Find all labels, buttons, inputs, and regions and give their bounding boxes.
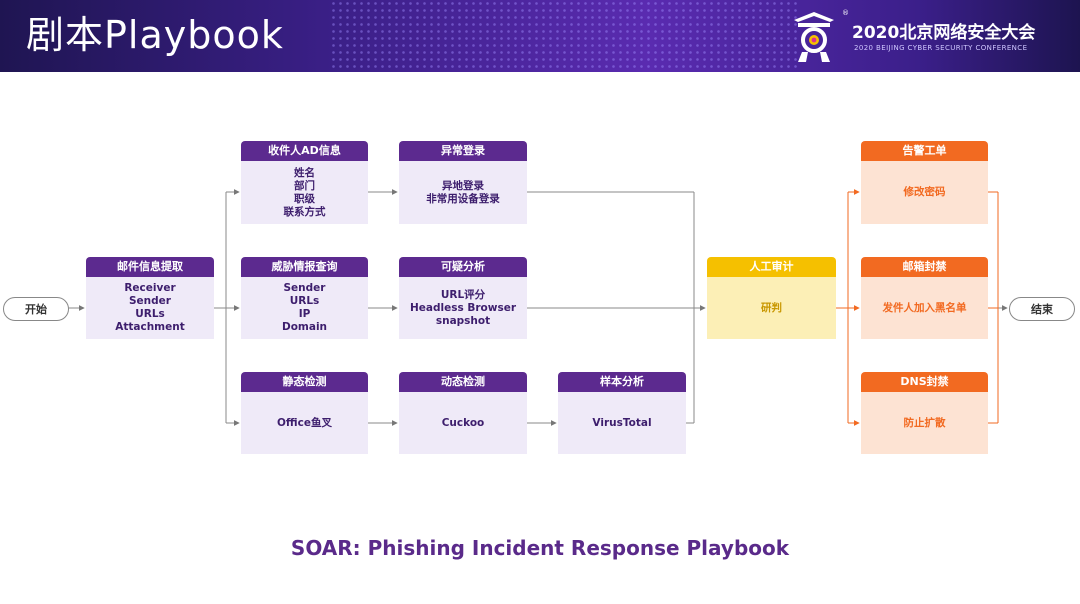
mailbox-block-box: 邮箱封禁 发件人加入黑名单 (861, 257, 988, 339)
box-title: 可疑分析 (399, 257, 527, 277)
ad-info-box: 收件人AD信息 姓名 部门 职级 联系方式 (241, 141, 368, 224)
box-line: Sender (283, 282, 326, 294)
box-line: 异地登录 (442, 179, 484, 192)
static-detect-box: 静态检测 Office鱼叉 (241, 372, 368, 454)
diagram-caption: SOAR: Phishing Incident Response Playboo… (290, 536, 790, 560)
box-line: Attachment (115, 321, 185, 333)
box-line: Office鱼叉 (277, 416, 332, 429)
box-title: 收件人AD信息 (241, 141, 368, 161)
box-line: 部门 (294, 179, 315, 192)
threat-intel-box: 威胁情报查询 Sender URLs IP Domain (241, 257, 368, 339)
box-line: 防止扩散 (903, 416, 946, 429)
box-line: URLs (289, 295, 320, 307)
box-line: Receiver (124, 282, 176, 294)
box-title: 静态检测 (241, 372, 368, 392)
box-line: 研判 (761, 301, 782, 314)
sample-analysis-box: 样本分析 VirusTotal (558, 372, 686, 454)
box-line: 姓名 (294, 166, 315, 179)
box-line: 非常用设备登录 (426, 192, 500, 205)
page-title: 剧本Playbook (26, 13, 284, 57)
box-title: 邮箱封禁 (861, 257, 988, 277)
alert-ticket-box: 告警工单 修改密码 (861, 141, 988, 224)
extract-box: 邮件信息提取 Receiver Sender URLs Attachment (86, 257, 214, 339)
box-title: 威胁情报查询 (241, 257, 368, 277)
box-title: 动态检测 (399, 372, 527, 392)
box-title: 邮件信息提取 (86, 257, 214, 277)
box-line: Headless Browser (409, 301, 517, 314)
manual-review-box: 人工审计 研判 (707, 257, 836, 339)
box-title: 人工审计 (707, 257, 836, 277)
box-line: URLs (135, 308, 165, 320)
registered-mark: ® (842, 9, 849, 17)
header-dot-pattern (330, 0, 800, 72)
box-line: URL评分 (440, 288, 486, 301)
start-label: 开始 (25, 303, 47, 316)
dns-block-box: DNS封禁 防止扩散 (861, 372, 988, 454)
conference-name-en: 2020 BEIJING CYBER SECURITY CONFERENCE (854, 44, 1028, 52)
box-line: 发件人加入黑名单 (882, 301, 967, 314)
suspicious-analysis-box: 可疑分析 URL评分 Headless Browser snapshot (399, 257, 527, 339)
header-banner: 剧本Playbook ® 2020北京网络安全大会 2020 BEIJING C… (0, 0, 1080, 72)
box-line: 职级 (294, 192, 315, 205)
box-line: VirusTotal (592, 416, 652, 429)
box-line: 修改密码 (903, 186, 946, 198)
end-node: 结束 (1009, 297, 1075, 321)
abnormal-login-box: 异常登录 异地登录 非常用设备登录 (399, 141, 527, 224)
conference-name: 2020北京网络安全大会 (852, 23, 1036, 43)
box-line: Domain (281, 321, 328, 333)
box-line: Sender (129, 295, 171, 307)
conference-logo-icon (794, 12, 834, 62)
box-line: IP (298, 308, 311, 320)
end-label: 结束 (1031, 303, 1053, 316)
box-line: Cuckoo (441, 416, 485, 429)
box-line: 联系方式 (283, 205, 326, 218)
start-node: 开始 (3, 297, 69, 321)
box-title: 样本分析 (558, 372, 686, 392)
box-title: 异常登录 (399, 141, 527, 161)
box-title: DNS封禁 (861, 372, 988, 392)
box-title: 告警工单 (861, 141, 988, 161)
box-line: snapshot (435, 314, 491, 327)
dynamic-detect-box: 动态检测 Cuckoo (399, 372, 527, 454)
